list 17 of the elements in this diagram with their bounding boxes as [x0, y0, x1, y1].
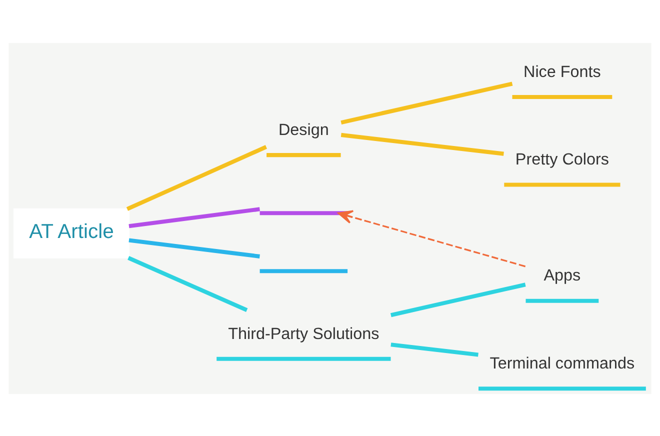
arrow	[338, 210, 526, 267]
connector	[128, 256, 248, 312]
node-text: Pretty Colors	[515, 150, 609, 168]
connector	[340, 81, 513, 124]
node-text: Terminal commands	[490, 354, 635, 372]
connector	[128, 206, 260, 228]
node-text: Design	[278, 120, 329, 138]
connector	[340, 132, 504, 156]
connector	[128, 238, 260, 258]
node-text: Apps	[544, 266, 581, 284]
node-bar	[260, 268, 348, 273]
connector	[390, 342, 478, 356]
node-text: Nice Fonts	[524, 62, 601, 80]
node-text: Third-Party Solutions	[228, 324, 380, 342]
connector	[126, 144, 268, 210]
node-box: AT Article	[13, 208, 130, 258]
connector	[390, 282, 526, 317]
